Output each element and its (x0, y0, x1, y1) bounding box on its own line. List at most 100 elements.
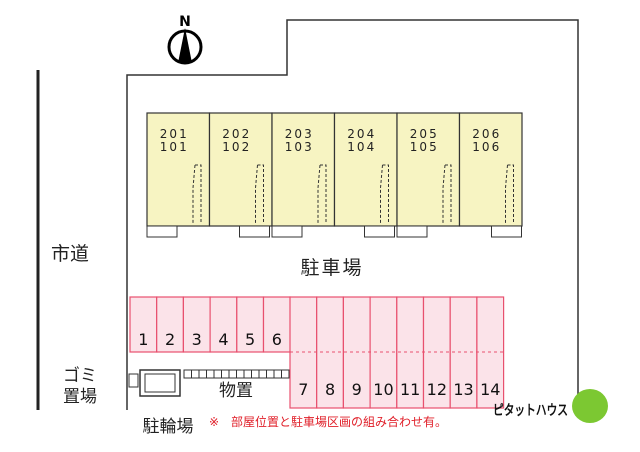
unit-lower-number: 103 (285, 140, 314, 154)
garbage-label-line1: ゴミ (63, 365, 97, 386)
parking-space-box (289, 296, 318, 409)
unit-entry-path (445, 164, 452, 223)
parking-space-number: 9 (352, 380, 362, 399)
unit-upper-number: 205 (410, 127, 439, 141)
storage-unit-box (273, 369, 282, 379)
compass-north-label: N (179, 14, 191, 30)
parking-space-number: 8 (325, 380, 335, 399)
unit-upper-number: 202 (222, 127, 251, 141)
unit-balcony (239, 225, 270, 238)
parking-lot-label: 駐車場 (300, 257, 363, 279)
parking-space-number: 2 (165, 330, 175, 349)
unit-upper-number: 206 (472, 127, 501, 141)
storage-units (183, 369, 290, 379)
parking-space-4: 4 (209, 296, 238, 353)
parking-space-number: 11 (400, 380, 420, 399)
unit-balcony (271, 225, 303, 238)
unit-balcony (491, 225, 522, 238)
parking-space-box (262, 296, 291, 353)
unit-upper-number: 201 (160, 127, 189, 141)
unit-block (458, 112, 523, 227)
unit-entry-path (317, 164, 321, 223)
parking-space-number: 4 (218, 330, 228, 349)
storage-unit-box (243, 369, 252, 379)
logo-text: ピタットハウス (493, 403, 568, 419)
parking-space-7: 7 (289, 296, 318, 409)
unit-entry-path (442, 164, 446, 223)
storage-unit-box (266, 369, 275, 379)
parking-space-number: 12 (427, 380, 447, 399)
garbage-area: ゴミ 置場 (63, 365, 139, 407)
unit-block (396, 112, 461, 227)
unit-balcony (396, 225, 428, 238)
garbage-box (128, 373, 139, 388)
garbage-label-line2: 置場 (63, 387, 97, 407)
logo-green-mark-icon (572, 389, 608, 423)
parking-space-number: 6 (272, 330, 282, 349)
storage-unit-box (198, 369, 207, 379)
storage-unit-box (221, 369, 230, 379)
storage-unit-box (251, 369, 260, 379)
parking-space-2: 2 (156, 296, 184, 353)
storage-unit-box (183, 369, 192, 379)
unit-balcony (146, 225, 178, 238)
unit-entry-path (255, 164, 258, 223)
parking-space-box (209, 296, 238, 353)
property-boundary (126, 19, 579, 410)
parking-space-number: 14 (480, 380, 500, 399)
unit-entry-path (380, 164, 383, 223)
storage-unit-box (206, 369, 215, 379)
parking-space-6: 6 (262, 296, 291, 353)
bicycle-parking-inner (144, 373, 176, 393)
unit-block (146, 112, 211, 227)
parking-space-box (476, 296, 505, 409)
parking-space-1: 1 (129, 296, 158, 353)
unit-entry-path (382, 164, 389, 223)
parking-space-number: 3 (192, 330, 202, 349)
parking-space-number: 5 (245, 330, 255, 349)
parking-space-14: 14 (476, 296, 505, 409)
storage-unit-box (228, 369, 237, 379)
unit-lower-number: 105 (410, 140, 439, 154)
unit-block (208, 112, 273, 227)
storage-unit-box (258, 369, 267, 379)
storage-unit-box (281, 369, 290, 379)
unit-block (333, 112, 398, 227)
storage-label: 物置 (219, 381, 253, 401)
parking-space-box (236, 296, 265, 353)
parking-space-number: 7 (298, 380, 308, 399)
parking-space-3: 3 (182, 296, 211, 353)
combination-note: ※ 部屋位置と駐車場区画の組み合わせ有。 (209, 414, 447, 429)
parking-space-number: 10 (373, 380, 393, 399)
unit-upper-number: 204 (347, 127, 376, 141)
unit-lower-number: 102 (222, 140, 251, 154)
unit-balcony (364, 225, 395, 238)
unit-entry-path (505, 164, 508, 223)
storage-unit-box (191, 369, 200, 379)
storage-unit-box (213, 369, 222, 379)
road-label: 市道 (51, 243, 89, 265)
unit-lower-number: 106 (472, 140, 501, 154)
compass: N (167, 14, 203, 65)
unit-entry-path (195, 164, 202, 223)
unit-lower-number: 104 (347, 140, 376, 154)
bicycle-parking-label: 駐輪場 (143, 417, 194, 437)
unit-entry-path (507, 164, 514, 223)
unit-entry-path (320, 164, 327, 223)
unit-upper-number: 203 (285, 127, 314, 141)
compass-needle-icon (178, 28, 192, 63)
unit-lower-number: 101 (160, 140, 189, 154)
parking-space-5: 5 (236, 296, 265, 353)
storage-unit-box (236, 369, 245, 379)
unit-entry-path (257, 164, 264, 223)
parking-space-box (156, 296, 184, 353)
